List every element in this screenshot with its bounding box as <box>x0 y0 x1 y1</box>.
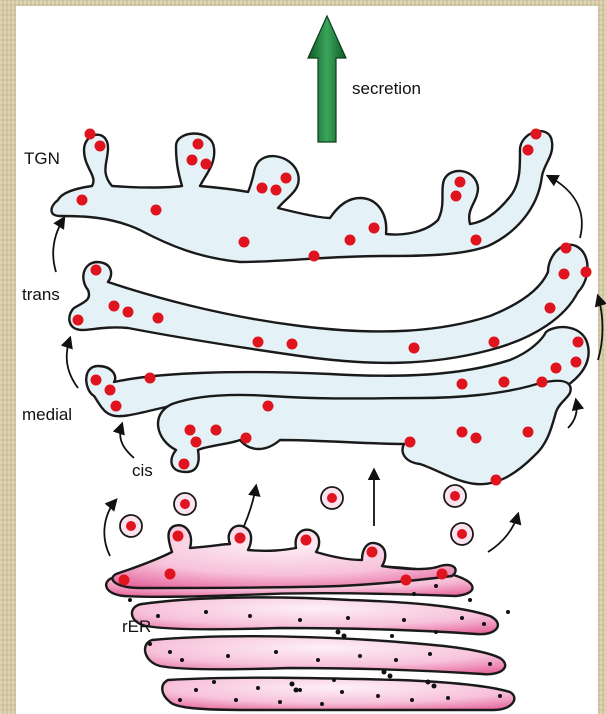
medial-label: medial <box>22 405 72 424</box>
trans-cisterna <box>69 245 587 363</box>
secretion-arrow <box>308 16 346 142</box>
rer-sheet-2 <box>132 597 498 634</box>
rer-label: rER <box>122 617 151 636</box>
tgn-label: TGN <box>24 149 60 168</box>
cis-label: cis <box>132 461 153 480</box>
secretion-label: secretion <box>352 79 421 98</box>
rer-sheet-3 <box>145 636 505 674</box>
trans-label: trans <box>22 285 60 304</box>
